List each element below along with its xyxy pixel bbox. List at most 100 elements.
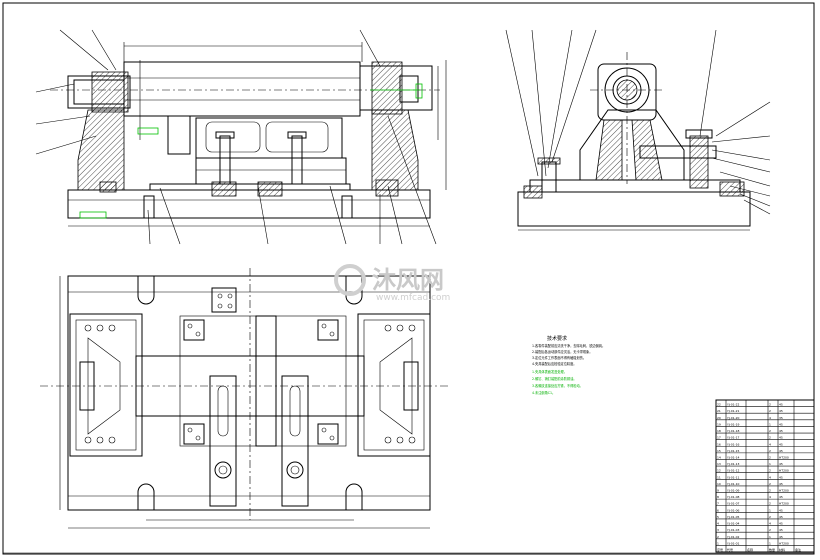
bom-cell: YJ-01-16 — [727, 442, 740, 446]
bom-cell: 4 — [769, 495, 771, 499]
bom-cell: YJ-01-21 — [727, 409, 740, 413]
bom-cell: YJ-01-04 — [727, 522, 740, 526]
bom-cell: 6 — [717, 508, 719, 512]
bom-cell: YJ-01-01 — [727, 541, 740, 545]
bom-cell: 45 — [779, 522, 783, 526]
bom-cell: 45 — [779, 528, 783, 532]
bom-cell: YJ-01-02 — [727, 535, 740, 539]
watermark: 沐风网 www.mfcad.com — [334, 264, 450, 303]
bom-cell: 45 — [779, 482, 783, 486]
bom-cell: 45 — [779, 535, 783, 539]
bom-cell: 20 — [717, 416, 721, 420]
bom-cell: HT200 — [779, 502, 789, 506]
bom-cell: 17 — [717, 436, 721, 440]
bom-cell: 45 — [779, 508, 783, 512]
bom-cell: 9 — [717, 489, 719, 493]
bom-cell: 5 — [717, 515, 719, 519]
bom-cell: 16 — [717, 442, 721, 446]
bom-cell: 45 — [779, 436, 783, 440]
bom-cell: 13 — [717, 462, 721, 466]
bom-cell: 2 — [769, 436, 771, 440]
notes-line-3: 3.定位元件工作表面不得有磕碰划伤。 — [532, 355, 586, 360]
bom-cell: 15 — [717, 449, 721, 453]
front-view — [35, 29, 447, 245]
bom-cell: 22 — [717, 403, 721, 407]
bom-cell: 2 — [769, 515, 771, 519]
notes-green-line-1: 1.夹具体表面发蓝处理。 — [532, 369, 567, 374]
bom-cell: 45 — [779, 403, 783, 407]
bom-cell: YJ-01-11 — [727, 475, 740, 479]
bom-header-cell: 备注 — [795, 547, 801, 552]
bom-cell: YJ-01-10 — [727, 482, 740, 486]
bom-cell: 1 — [769, 422, 771, 426]
bom-header-cell: 数量 — [769, 547, 775, 552]
bom-header-cell: 材料 — [779, 547, 785, 552]
bom-cell: YJ-01-22 — [727, 403, 740, 407]
bom-cell: HT200 — [779, 455, 789, 459]
bom-cell: 21 — [717, 409, 721, 413]
bom-cell: 2 — [769, 489, 771, 493]
bom-cell: YJ-01-08 — [727, 495, 740, 499]
bom-cell: HT200 — [779, 469, 789, 473]
bom-cell: YJ-01-20 — [727, 416, 740, 420]
bom-cell: 12 — [717, 469, 721, 473]
bom-cell: 1 — [769, 462, 771, 466]
bom-cell: YJ-01-15 — [727, 449, 740, 453]
bom-header-cell: 序号 — [717, 547, 723, 552]
bom-cell: YJ-01-19 — [727, 422, 740, 426]
bom-cell: 2 — [769, 409, 771, 413]
bom-cell: 11 — [717, 475, 721, 479]
bom-cell: 4 — [769, 442, 771, 446]
bom-cell: 14 — [717, 455, 721, 459]
bom-cell: 19 — [717, 422, 721, 426]
bom-cell: YJ-01-06 — [727, 508, 740, 512]
notes-line-2: 2.装配后各运动部件应灵活，无卡滞现象。 — [532, 349, 592, 354]
bom-cell: 45 — [779, 462, 783, 466]
bom-cell: YJ-01-07 — [727, 502, 740, 506]
bom-cell: 4 — [769, 416, 771, 420]
watermark-brand: 沐风网 — [372, 266, 444, 294]
bom-cell: 45 — [779, 475, 783, 479]
bom-cell: 1 — [769, 508, 771, 512]
bom-cell: 45 — [779, 429, 783, 433]
bom-cell: YJ-01-09 — [727, 489, 740, 493]
bom-header-cell: 代号 — [727, 547, 733, 552]
bom-cell: 3 — [717, 528, 719, 532]
bom-cell: 18 — [717, 429, 721, 433]
bom-cell: YJ-01-03 — [727, 528, 740, 532]
bom-cell: 8 — [717, 495, 719, 499]
bom-cell: 2 — [769, 429, 771, 433]
bom-cell: 7 — [717, 502, 719, 506]
notes-line-4: 4.夹具装配后应检验定位精度。 — [532, 361, 576, 366]
watermark-logo-icon — [334, 264, 366, 296]
bom-cell: 2 — [717, 535, 719, 539]
bom-cell: 2 — [769, 403, 771, 407]
technical-notes: 技术要求 1.各零件装配前应清洗干净，去除毛刺，锐边倒钝。 2.装配后各运动部件… — [532, 335, 605, 395]
bom-cell: 2 — [769, 449, 771, 453]
sheet-border — [2, 2, 815, 555]
bom-cell: 45 — [779, 515, 783, 519]
bom-cell: 2 — [769, 482, 771, 486]
bom-cell: 45 — [779, 442, 783, 446]
bom-cell: 45 — [779, 422, 783, 426]
bom-cell: 45 — [779, 449, 783, 453]
bom-cell: YJ-01-14 — [727, 455, 740, 459]
notes-green-line-2: 2.螺钉、销钉装配前涂防锈油。 — [532, 376, 576, 381]
bom-cell: 2 — [769, 502, 771, 506]
notes-title: 技术要求 — [547, 335, 567, 342]
bom-cell: HT200 — [779, 489, 789, 493]
bom-cell: 2 — [769, 469, 771, 473]
bom-cell: 35 — [779, 416, 783, 420]
bom-cell: 2 — [769, 455, 771, 459]
bom-cell: YJ-01-12 — [727, 469, 740, 473]
notes-line-1: 1.各零件装配前应清洗干净，去除毛刺，锐边倒钝。 — [532, 343, 605, 348]
watermark-url: www.mfcad.com — [376, 293, 450, 303]
notes-green-line-3: 3.各螺纹连接处应拧紧，不得松动。 — [532, 383, 583, 388]
bom-cell: 10 — [717, 482, 721, 486]
bom-cell: YJ-01-17 — [727, 436, 740, 440]
bom-cell: 45 — [779, 495, 783, 499]
bom-cell: YJ-01-05 — [727, 515, 740, 519]
notes-green-line-4: 4.未注倒角C1。 — [532, 390, 555, 395]
